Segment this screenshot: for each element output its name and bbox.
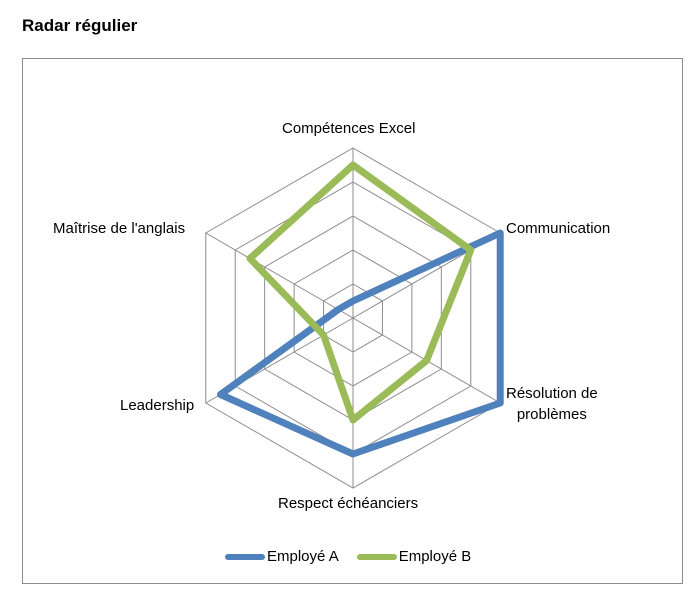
axis-label-communication: Communication	[506, 220, 611, 237]
legend-swatch-employe-b	[356, 553, 397, 560]
page-title: Radar régulier	[22, 16, 138, 35]
axis-label-leadership: Leadership	[120, 397, 195, 414]
grid-spoke	[205, 232, 354, 319]
radar-grid	[205, 147, 501, 489]
axis-label-respect: Respect échéanciers	[278, 495, 419, 512]
radar-series	[216, 161, 504, 458]
axis-label-anglais: Maîtrise de l'anglais	[53, 220, 186, 237]
legend: Employé A Employé B	[225, 548, 489, 565]
legend-swatch-employe-a	[225, 553, 265, 560]
series-line-employe-b	[246, 161, 475, 424]
axis-label-resolution: Résolution de problèmes	[506, 383, 598, 425]
legend-label-employe-a: Employé A	[267, 548, 339, 565]
series-line-employe-a	[216, 229, 504, 458]
legend-item-employe-b: Employé B	[356, 548, 472, 565]
legend-item-employe-a: Employé A	[225, 548, 339, 565]
axis-label-excel: Compétences Excel	[282, 120, 416, 137]
axis-label-resolution-line1: Résolution de	[506, 385, 598, 402]
axis-label-resolution-line2: problèmes	[516, 406, 587, 423]
legend-label-employe-b: Employé B	[398, 548, 472, 565]
